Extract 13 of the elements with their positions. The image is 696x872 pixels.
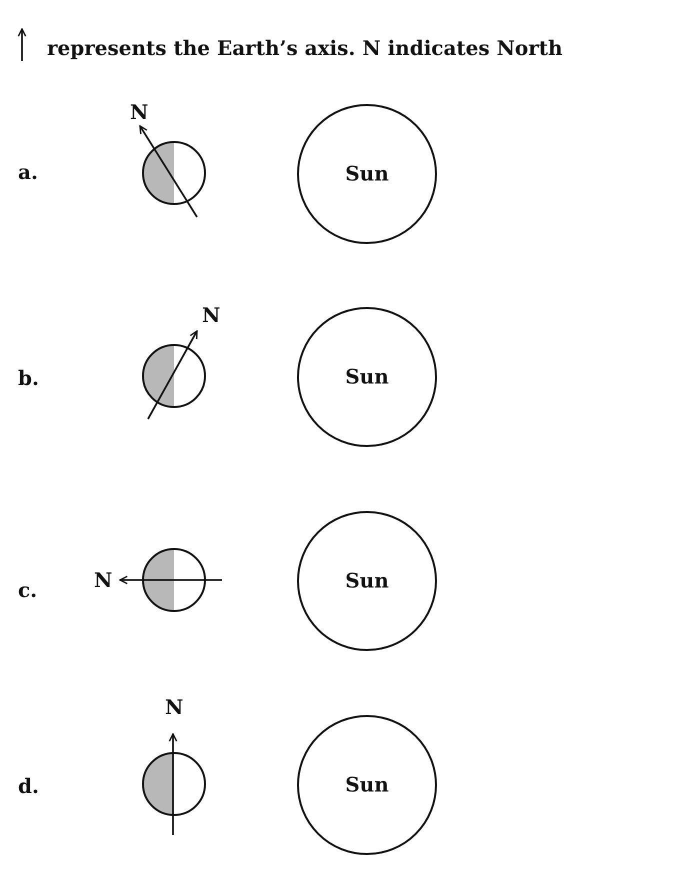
row-letter: d. bbox=[18, 776, 39, 796]
sun-label: Sun bbox=[345, 164, 389, 184]
legend-text: represents the Earth’s axis. N indicates North bbox=[47, 38, 563, 58]
row-letter: a. bbox=[18, 162, 38, 182]
row-letter: c. bbox=[18, 580, 38, 600]
north-label: N bbox=[165, 697, 184, 717]
sun-label: Sun bbox=[345, 570, 389, 590]
sun-label: Sun bbox=[345, 366, 389, 386]
sun-label: Sun bbox=[345, 774, 389, 794]
row-letter: b. bbox=[18, 368, 39, 388]
north-label: N bbox=[202, 305, 220, 325]
north-label: N bbox=[130, 102, 148, 122]
north-label: N bbox=[94, 570, 112, 590]
